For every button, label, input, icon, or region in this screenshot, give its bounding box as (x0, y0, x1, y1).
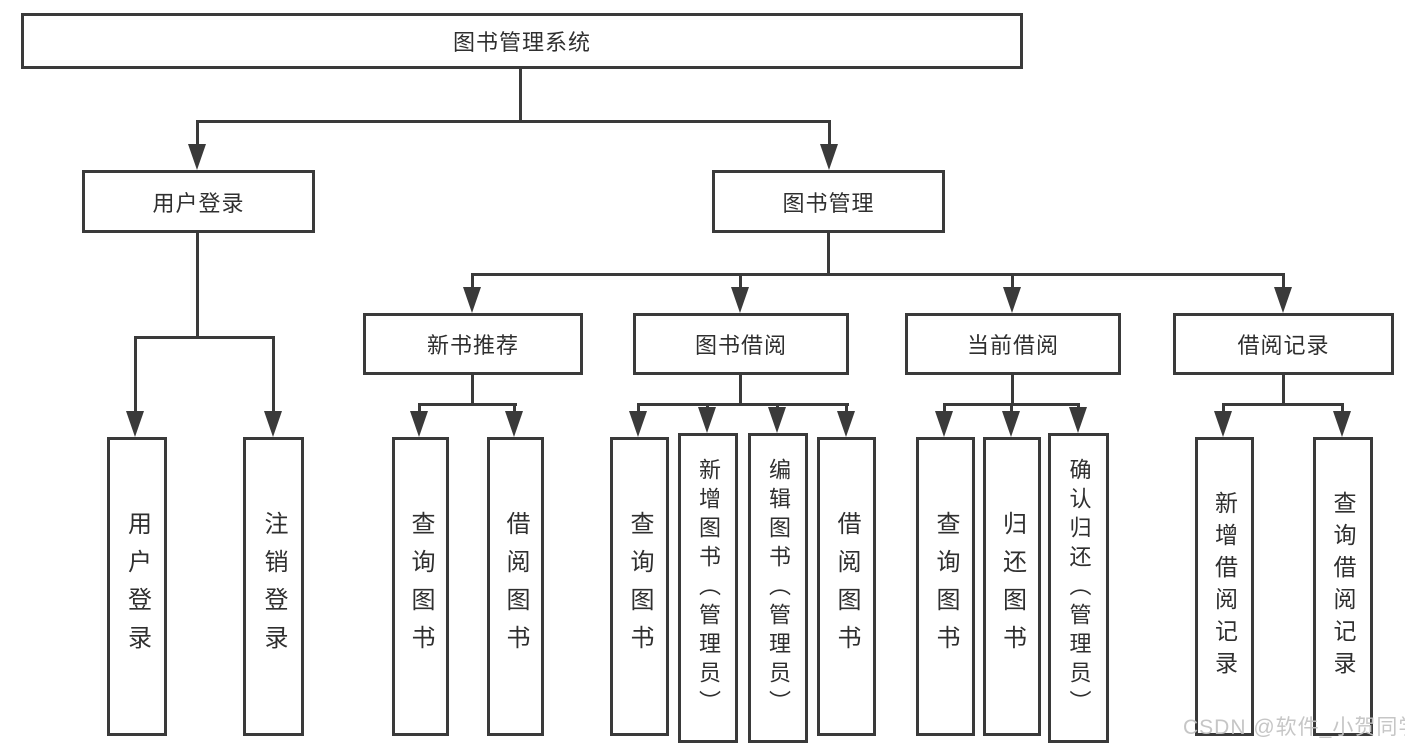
arrowhead-br-query-icon (1333, 411, 1351, 437)
connector-borrow-records-rail (1223, 403, 1343, 406)
connector-drop-bb-borrow (845, 403, 848, 413)
node-user-login-label: 用户登录 (152, 190, 245, 216)
leaf-nb-borrow-books: 借阅图书 (487, 437, 544, 736)
connector-drop-bb-edit (776, 403, 779, 409)
connector-drop-bb-query (637, 403, 640, 413)
arrowhead-bb-add-icon (698, 407, 716, 433)
arrowhead-book-management-icon (820, 144, 838, 170)
connector-drop-borrow-records (1282, 273, 1285, 289)
leaf-br-query-record: 查询借阅记录 (1313, 437, 1373, 736)
arrowhead-new-book-icon (463, 287, 481, 313)
leaf-cb-confirm-return-admin-label: 确认归还（管理员） (1066, 457, 1092, 719)
connector-drop-book-management (828, 120, 831, 148)
connector-drop-current-borrow (1011, 273, 1014, 289)
connector-root-stem (519, 68, 522, 123)
leaf-user-login-label: 用户登录 (123, 510, 151, 663)
arrowhead-logout-leaf-icon (264, 411, 282, 437)
connector-new-book-stem (471, 374, 474, 406)
leaf-bb-add-books-admin: 新增图书（管理员） (678, 433, 738, 743)
node-root: 图书管理系统 (21, 13, 1023, 69)
leaf-nb-borrow-books-label: 借阅图书 (502, 510, 529, 663)
node-current-borrow: 当前借阅 (905, 313, 1121, 375)
node-book-borrow-label: 图书借阅 (694, 333, 787, 358)
leaf-bb-borrow-books: 借阅图书 (817, 437, 876, 736)
leaf-nb-query-books: 查询图书 (392, 437, 449, 736)
connector-drop-user-login (196, 120, 199, 148)
connector-drop-br-add (1222, 403, 1225, 413)
node-borrow-records-label: 借阅记录 (1237, 333, 1330, 358)
arrowhead-cb-confirm-icon (1069, 407, 1087, 433)
connector-drop-cb-query (943, 403, 946, 413)
node-new-book-recommend: 新书推荐 (363, 313, 583, 375)
leaf-logout: 注销登录 (243, 437, 304, 736)
connector-book-borrow-rail (638, 403, 849, 406)
leaf-cb-query-books: 查询图书 (916, 437, 975, 736)
connector-drop-nb-borrow (513, 403, 516, 413)
connector-borrow-records-stem (1282, 374, 1285, 406)
connector-book-management-rail (471, 273, 1285, 276)
arrowhead-cb-return-icon (1002, 411, 1020, 437)
node-book-management: 图书管理 (712, 170, 945, 233)
arrowhead-bb-borrow-icon (837, 411, 855, 437)
leaf-nb-query-books-label: 查询图书 (407, 510, 434, 663)
arrowhead-book-borrow-icon (731, 287, 749, 313)
leaf-br-query-record-label: 查询借阅记录 (1330, 490, 1356, 683)
connector-drop-login-leaf (134, 336, 137, 413)
arrowhead-borrow-records-icon (1274, 287, 1292, 313)
leaf-bb-add-books-admin-label: 新增图书（管理员） (696, 457, 721, 719)
leaf-bb-query-books-label: 查询图书 (626, 510, 653, 663)
leaf-bb-edit-books-admin: 编辑图书（管理员） (748, 433, 808, 743)
connector-book-management-stem (827, 232, 830, 276)
connector-user-login-rail (135, 336, 275, 339)
connector-drop-cb-confirm (1077, 403, 1080, 409)
leaf-cb-query-books-label: 查询图书 (932, 510, 959, 663)
node-book-management-label: 图书管理 (782, 190, 875, 216)
leaf-cb-return-books-label: 归还图书 (998, 510, 1026, 663)
connector-root-rail (196, 120, 830, 123)
arrowhead-br-add-icon (1214, 411, 1232, 437)
connector-book-borrow-stem (739, 374, 742, 406)
leaf-bb-edit-books-admin-label: 编辑图书（管理员） (766, 457, 791, 719)
arrowhead-nb-borrow-icon (505, 411, 523, 437)
connector-drop-nb-query (418, 403, 421, 413)
leaf-logout-label: 注销登录 (260, 510, 287, 663)
connector-drop-cb-return (1010, 403, 1013, 413)
node-book-borrow: 图书借阅 (633, 313, 849, 375)
connector-drop-logout-leaf (272, 336, 275, 413)
node-current-borrow-label: 当前借阅 (966, 333, 1059, 358)
connector-new-book-rail (419, 403, 517, 406)
arrowhead-user-login-icon (188, 144, 206, 170)
connector-drop-book-borrow (739, 273, 742, 289)
connector-current-borrow-stem (1011, 374, 1014, 406)
leaf-cb-confirm-return-admin: 确认归还（管理员） (1048, 433, 1109, 743)
csdn-watermark: CSDN @软件_小贺同学 (1183, 716, 1405, 739)
arrowhead-current-borrow-icon (1003, 287, 1021, 313)
leaf-br-add-record: 新增借阅记录 (1195, 437, 1254, 736)
node-new-book-recommend-label: 新书推荐 (426, 333, 519, 358)
arrowhead-cb-query-icon (935, 411, 953, 437)
arrowhead-bb-query-icon (629, 411, 647, 437)
arrowhead-nb-query-icon (410, 411, 428, 437)
node-root-label: 图书管理系统 (452, 30, 591, 55)
node-borrow-records: 借阅记录 (1173, 313, 1394, 375)
leaf-bb-query-books: 查询图书 (610, 437, 669, 736)
arrowhead-login-leaf-icon (126, 411, 144, 437)
leaf-br-add-record-label: 新增借阅记录 (1211, 490, 1238, 683)
node-user-login: 用户登录 (82, 170, 315, 233)
leaf-cb-return-books: 归还图书 (983, 437, 1041, 736)
connector-drop-bb-add (706, 403, 709, 409)
connector-user-login-stem (196, 232, 199, 339)
arrowhead-bb-edit-icon (768, 407, 786, 433)
connector-drop-new-book (471, 273, 474, 289)
connector-drop-br-query (1341, 403, 1344, 413)
leaf-bb-borrow-books-label: 借阅图书 (833, 510, 860, 663)
leaf-user-login: 用户登录 (107, 437, 167, 736)
